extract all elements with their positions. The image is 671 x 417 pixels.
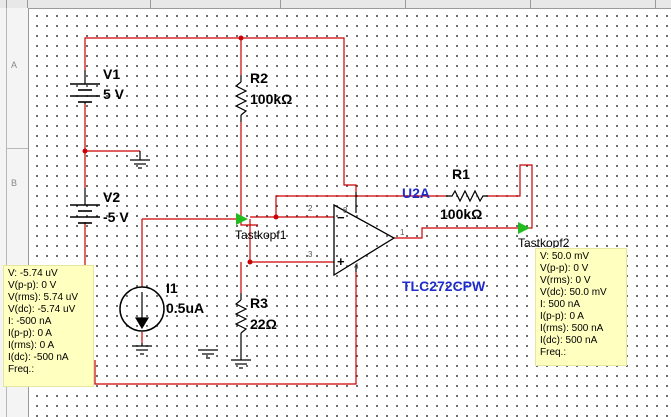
r2-name[interactable]: R2 [250, 70, 268, 86]
u2a-opamp-symbol [333, 192, 396, 277]
r1-value[interactable]: 100kΩ [440, 206, 483, 222]
tastkopf1-readout[interactable]: V: -5.74 uV V(p-p): 0 V V(rms): 5.74 uV … [3, 265, 94, 387]
ruler-row-a: A [11, 60, 18, 70]
u2a-pin-2: 2 [308, 204, 313, 213]
readout-line: I(dc): -500 nA [8, 352, 69, 363]
v2-name[interactable]: V2 [103, 189, 121, 205]
i1-current-source-symbol [119, 286, 165, 355]
readout-line: I(p-p): 0 A [540, 311, 584, 322]
u2a-plus-sign: + [337, 254, 345, 269]
readout-line: V(p-p): 0 V [540, 263, 589, 274]
u2a-pin-4: 4 [354, 262, 359, 271]
u2a-part[interactable]: TLC272CPW [402, 278, 486, 294]
readout-line: I: 500 nA [540, 299, 581, 310]
readout-line: I(dc): 500 nA [540, 335, 598, 346]
ground-symbol [130, 151, 150, 169]
u2a-name[interactable]: U2A [402, 185, 431, 201]
v2-battery-symbol [70, 188, 100, 224]
r1-resistor-symbol [446, 189, 488, 203]
tastkopf2-readout[interactable]: V: 50.0 mV V(p-p): 0 V V(rms): 0 V V(dc)… [535, 248, 627, 366]
u2a-pin-1: 1 [400, 228, 405, 237]
readout-line: V(rms): 5.74 uV [8, 292, 79, 303]
tastkopf1-arrow [236, 213, 248, 225]
ruler-row-b: B [11, 178, 18, 188]
readout-line: V(rms): 0 V [540, 275, 591, 286]
v1-value[interactable]: 5 V [103, 86, 125, 102]
r3-value[interactable]: 22Ω [250, 316, 277, 332]
r2-resistor-symbol [234, 75, 248, 122]
junction-dots [82, 35, 279, 265]
u2a-pin-8: 8 [343, 206, 348, 215]
v1-battery-symbol [70, 70, 100, 104]
readout-line: I(rms): 0 A [8, 340, 55, 351]
v1-name[interactable]: V1 [103, 66, 121, 82]
i1-name[interactable]: I1 [166, 280, 178, 296]
readout-line: V: -5.74 uV [8, 268, 58, 279]
u2a-pin-3: 3 [308, 250, 313, 259]
readout-line: V(dc): 50.0 mV [540, 287, 607, 298]
v2-value[interactable]: -5 V [103, 209, 129, 225]
readout-line: Freq.: [8, 364, 35, 375]
readout-line: I(rms): 500 nA [540, 323, 604, 334]
readout-line: I(p-p): 0 A [8, 328, 52, 339]
probe-arrows [236, 213, 530, 234]
readout-line: V(p-p): 0 V [8, 280, 57, 291]
r3-resistor-symbol [231, 293, 251, 369]
wires [84, 37, 533, 385]
readout-line: Freq.: [540, 347, 567, 358]
i1-value[interactable]: 0.5uA [166, 300, 205, 316]
top-ruler [0, 0, 671, 9]
readout-line: V(dc): -5.74 uV [8, 304, 76, 315]
r3-name[interactable]: R3 [250, 295, 268, 311]
readout-line: V: 50.0 mV [540, 251, 590, 262]
tastkopf2-arrow [518, 222, 530, 234]
tastkopf2-label[interactable]: Tastkopf2 [518, 236, 570, 250]
readout-line: I: -500 nA [8, 316, 52, 327]
u2a-minus-sign: − [337, 210, 345, 225]
r2-value[interactable]: 100kΩ [250, 91, 293, 107]
ground-symbol-2 [198, 349, 218, 359]
r1-name[interactable]: R1 [452, 166, 470, 182]
tastkopf1-label[interactable]: Tastkopf1 [235, 228, 287, 242]
